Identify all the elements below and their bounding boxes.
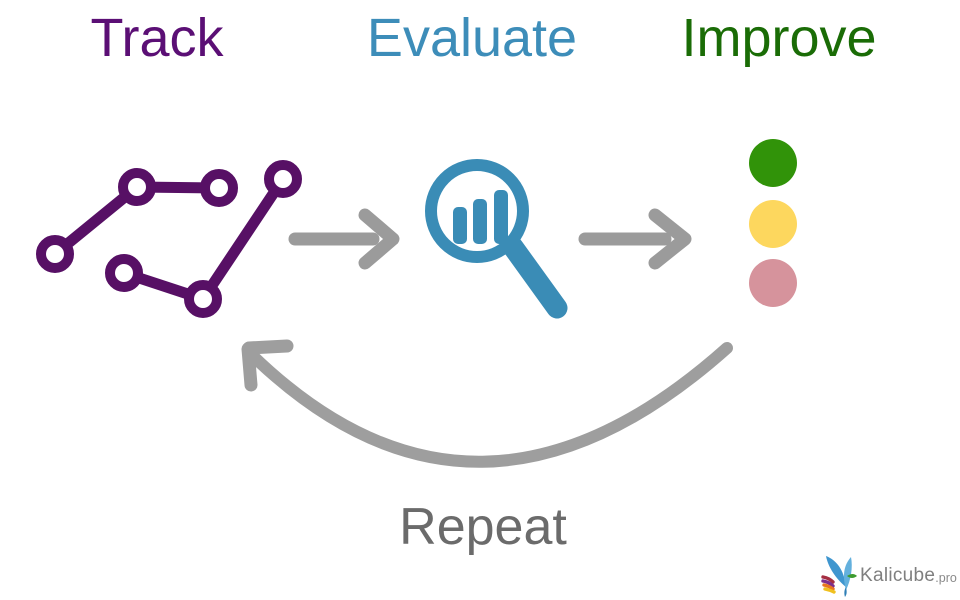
line-chart-icon [36, 160, 302, 318]
kalicube-logo: Kalicube .pro [820, 554, 957, 598]
arrow-right-icon-2 [578, 208, 692, 270]
arrow-right-icon-1 [288, 208, 400, 270]
brand-suffix: .pro [935, 571, 957, 585]
yellow-dot [749, 200, 797, 248]
track-title: Track [90, 8, 224, 68]
green-dot [749, 139, 797, 187]
magnifier-bars [453, 190, 508, 244]
red-dot [749, 259, 797, 307]
brand-name: Kalicube [860, 565, 936, 586]
magnifier-bar-chart-icon [425, 159, 568, 319]
repeat-label: Repeat [399, 498, 567, 556]
kalicube-bird-icon [821, 556, 857, 597]
repeat-curve-arrow-icon [241, 339, 733, 468]
improve-title: Improve [681, 8, 877, 68]
evaluate-title: Evaluate [366, 8, 578, 68]
status-dots-icon [749, 139, 797, 307]
